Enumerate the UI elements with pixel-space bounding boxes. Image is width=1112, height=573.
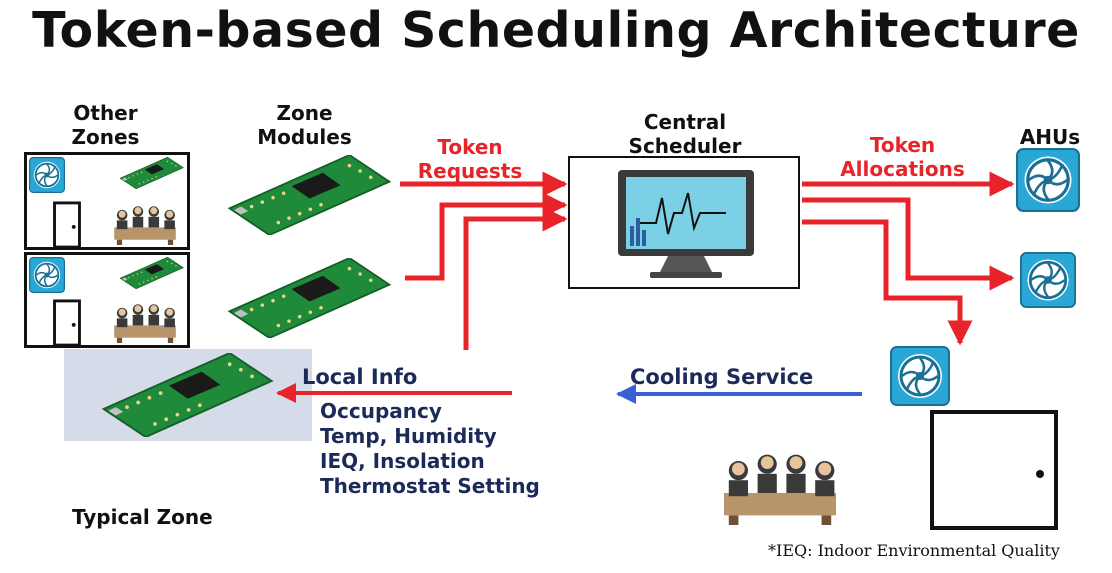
local-info-item: Occupancy: [320, 399, 442, 423]
other-zone-box-1: [24, 152, 190, 250]
local-info-item: IEQ, Insolation: [320, 449, 485, 473]
central-scheduler-label: Central Scheduler: [628, 110, 742, 158]
token-request-arrow-3: [463, 206, 568, 350]
local-info-item: Temp, Humidity: [320, 424, 497, 448]
zone-modules-label: Zone Modules: [257, 101, 352, 149]
local-info-item: Thermostat Setting: [320, 474, 540, 498]
page-title: Token-based Scheduling Architecture: [32, 2, 1080, 59]
typical-zone-module-panel: [64, 349, 312, 441]
local-info-list: Occupancy Temp, Humidity IEQ, Insolation…: [320, 399, 540, 499]
other-zones-label: Other Zones: [71, 101, 140, 149]
token-allocation-arrow-3: [802, 219, 973, 346]
cooling-service-label: Cooling Service: [630, 365, 814, 389]
footnote: *IEQ: Indoor Environmental Quality: [768, 541, 1060, 560]
door-icon: [930, 410, 1058, 530]
token-requests-label: Token Requests: [417, 135, 523, 183]
monitor-icon: [618, 170, 754, 278]
ahus-label: AHUs: [1019, 125, 1081, 149]
token-allocations-label: Token Allocations: [840, 133, 965, 181]
typical-zone-label: Typical Zone: [72, 505, 213, 529]
token-allocation-arrow-2: [802, 197, 1015, 291]
central-scheduler-box: [568, 156, 800, 289]
local-info-label: Local Info: [302, 365, 418, 389]
token-request-arrow-2: [405, 192, 568, 281]
other-zone-box-2: [24, 252, 190, 348]
